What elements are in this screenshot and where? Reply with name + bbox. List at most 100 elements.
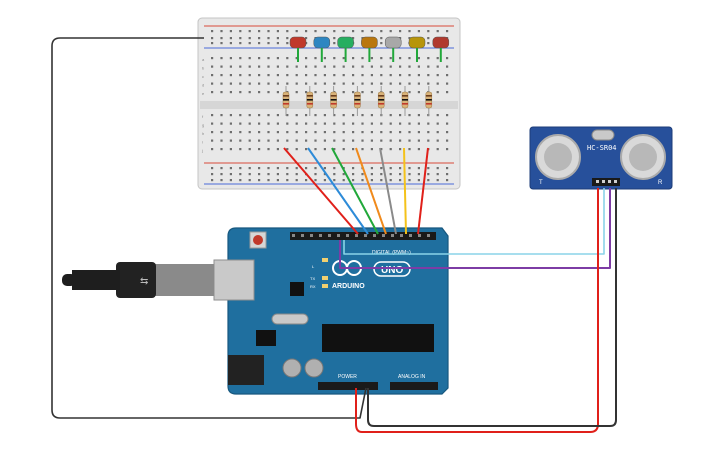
breadboard-hole [323, 122, 326, 125]
breadboard-hole [323, 74, 326, 77]
digital-pin[interactable] [427, 234, 430, 237]
breadboard-hole [352, 131, 355, 134]
digital-pin[interactable] [292, 234, 295, 237]
wire-ground-black[interactable] [51, 37, 367, 419]
digital-pin[interactable] [301, 234, 304, 237]
breadboard-hole [211, 131, 214, 134]
led-yellow[interactable] [408, 36, 426, 49]
breadboard-hole [417, 167, 420, 170]
hc-sr04-sensor[interactable]: HC-SR04 T R [529, 126, 673, 190]
wire-vcc-red[interactable] [355, 188, 599, 433]
arduino-uno-board[interactable]: ARDUINO UNO DIGITAL (PWM~) POWER ANALOG … [213, 227, 449, 395]
breadboard-hole [380, 74, 383, 77]
breadboard-hole [427, 30, 430, 33]
sensor-pin[interactable] [602, 180, 605, 183]
breadboard-hole [427, 122, 430, 125]
breadboard-hole [239, 131, 242, 134]
breadboard-hole [258, 139, 261, 142]
wire-pin12-blue[interactable] [307, 147, 369, 235]
receiver-transducer [620, 134, 666, 180]
breadboard-hole [305, 179, 308, 182]
digital-pin[interactable] [418, 234, 421, 237]
breadboard-hole [417, 131, 420, 134]
breadboard-hole [239, 122, 242, 125]
led-red2[interactable] [432, 36, 450, 49]
digital-pin[interactable] [310, 234, 313, 237]
digital-pin[interactable] [328, 234, 331, 237]
breadboard-hole [248, 167, 251, 170]
breadboard-hole [305, 114, 308, 117]
wire-pin10-orange[interactable] [355, 147, 387, 235]
wire-pin11-green[interactable] [331, 147, 379, 235]
breadboard-hole [342, 82, 345, 85]
breadboard-hole [352, 74, 355, 77]
digital-pin[interactable] [364, 234, 367, 237]
led-white[interactable] [384, 36, 402, 49]
breadboard-hole [305, 148, 308, 151]
breadboard-hole [352, 122, 355, 125]
led-blue[interactable] [313, 36, 331, 49]
breadboard-hole [258, 82, 261, 85]
tx-led [322, 276, 328, 280]
resistor-band [425, 103, 432, 105]
led-orange[interactable] [361, 36, 378, 49]
breadboard-hole [276, 139, 279, 142]
sensor-crystal [591, 129, 615, 141]
breadboard-hole [323, 179, 326, 182]
breadboard-hole [276, 57, 279, 60]
wire-trig-purple[interactable] [339, 188, 611, 269]
digital-pin[interactable] [400, 234, 403, 237]
breadboard-hole [229, 42, 232, 45]
breadboard-hole [286, 114, 289, 117]
breadboard-hole [389, 91, 392, 94]
resistor-band [306, 99, 313, 101]
breadboard-hole [229, 37, 232, 40]
breadboard-hole [408, 114, 411, 117]
breadboard-hole [342, 122, 345, 125]
sensor-pin[interactable] [596, 180, 599, 183]
breadboard-hole [229, 65, 232, 68]
wire-pin7-red[interactable] [417, 147, 429, 235]
breadboard-hole [361, 114, 364, 117]
digital-pin[interactable] [391, 234, 394, 237]
capacitor [304, 358, 324, 378]
breadboard-hole [323, 91, 326, 94]
breadboard-hole [427, 42, 430, 45]
breadboard-hole [370, 148, 373, 151]
digital-pin[interactable] [373, 234, 376, 237]
breadboard-hole [408, 131, 411, 134]
breadboard-hole [427, 173, 430, 176]
resistor-band [283, 95, 289, 97]
breadboard-hole [314, 122, 317, 125]
breadboard-hole [333, 57, 336, 60]
digital-pin[interactable] [409, 234, 412, 237]
digital-pin[interactable] [337, 234, 340, 237]
wire-gnd-black[interactable] [367, 188, 617, 427]
digital-pin[interactable] [382, 234, 385, 237]
breadboard-hole [258, 122, 261, 125]
rx-label: RX [310, 284, 316, 289]
breadboard-hole [258, 167, 261, 170]
breadboard-hole [389, 167, 392, 170]
sensor-pin[interactable] [608, 180, 611, 183]
breadboard-hole [211, 148, 214, 151]
digital-pin[interactable] [319, 234, 322, 237]
breadboard-hole [248, 131, 251, 134]
led-red[interactable] [289, 36, 307, 49]
wire-echo-cyan[interactable] [343, 188, 605, 255]
digital-pin[interactable] [346, 234, 349, 237]
breadboard-hole [436, 30, 439, 33]
digital-pin[interactable] [355, 234, 358, 237]
breadboard-hole [333, 65, 336, 68]
breadboard-hole [408, 148, 411, 151]
sensor-pin[interactable] [614, 180, 617, 183]
wire-pin13-red[interactable] [283, 147, 359, 235]
wire-pin8-yellow[interactable] [403, 147, 407, 235]
breadboard-hole [286, 74, 289, 77]
led-green[interactable] [337, 36, 354, 49]
breadboard-hole [427, 74, 430, 77]
breadboard-hole [333, 74, 336, 77]
breadboard-hole [323, 82, 326, 85]
wire-pin9-gray[interactable] [379, 147, 397, 235]
